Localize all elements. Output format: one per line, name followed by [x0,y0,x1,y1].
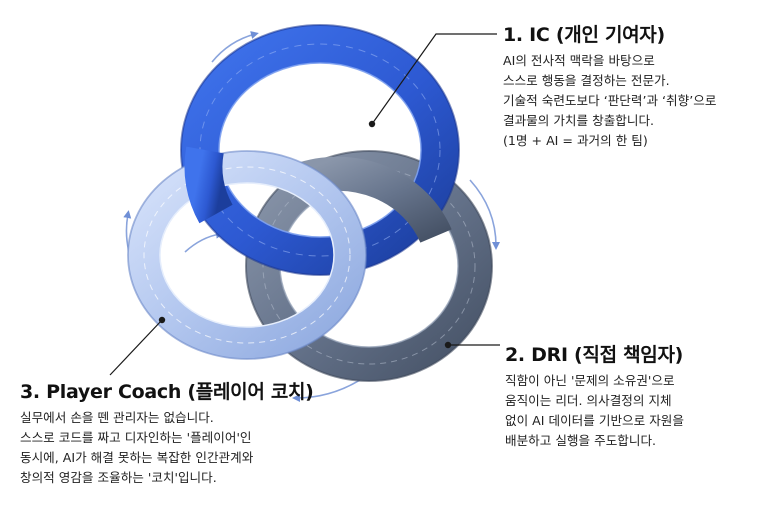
arrow-top-icon [211,31,259,63]
ic-line: AI의 전사적 맥락을 바탕으로 [503,53,655,68]
ic-ring-overlap [184,146,233,224]
player-coach-line: 실무에서 손을 뗀 관리자는 없습니다. [20,410,214,425]
ic-line: 스스로 행동을 결정하는 전문가. [503,73,670,88]
dri-line: 직함이 아닌 '문제의 소유권'으로 [505,373,675,388]
ic-line: 기술적 숙련도보다 ‘판단력’과 ‘취향’으로 [503,93,717,108]
pc-leader [109,319,163,376]
dri-line: 움직이는 리더. 의사결정의 지체 [505,393,672,408]
leader-lines [109,33,500,376]
player-coach-description: 3. Player Coach (플레이어 코치) 실무에서 손을 뗀 관리자는… [20,377,314,488]
player-coach-ring [127,150,367,360]
ic-line: (1명 + AI = 과거의 한 팀) [503,133,648,148]
dri-dot [444,341,452,349]
arrow-bottom-icon [292,379,361,402]
player-coach-line: 스스로 코드를 짜고 디자인하는 '플레이어'인 [20,430,252,445]
ic-ring [180,24,460,276]
ic-leader [371,33,497,125]
arrow-right-icon [469,179,500,250]
arrow-inner-icon [184,230,224,253]
dri-line: 배분하고 실행을 주도합니다. [505,433,657,448]
pc-dot [158,316,166,324]
dri-line: 없이 AI 데이터를 기반으로 자원을 [505,413,684,428]
dri-description: 2. DRI (직접 책임자) 직함이 아닌 '문제의 소유권'으로 움직이는 … [505,340,684,451]
ic-description: 1. IC (개인 기여자) AI의 전사적 맥락을 바탕으로 스스로 행동을 … [503,20,716,151]
player-coach-title: 3. Player Coach (플레이어 코치) [20,381,314,403]
player-coach-line: 창의적 영감을 조율하는 '코치'입니다. [20,470,217,485]
dri-title: 2. DRI (직접 책임자) [505,344,684,366]
ic-dot [368,120,376,128]
ic-line: 결과물의 가치를 창출합니다. [503,113,655,128]
leader-dots [158,120,452,349]
ic-title: 1. IC (개인 기여자) [503,24,665,46]
player-coach-line: 동시에, AI가 해결 못하는 복잡한 인간관계와 [20,450,254,465]
